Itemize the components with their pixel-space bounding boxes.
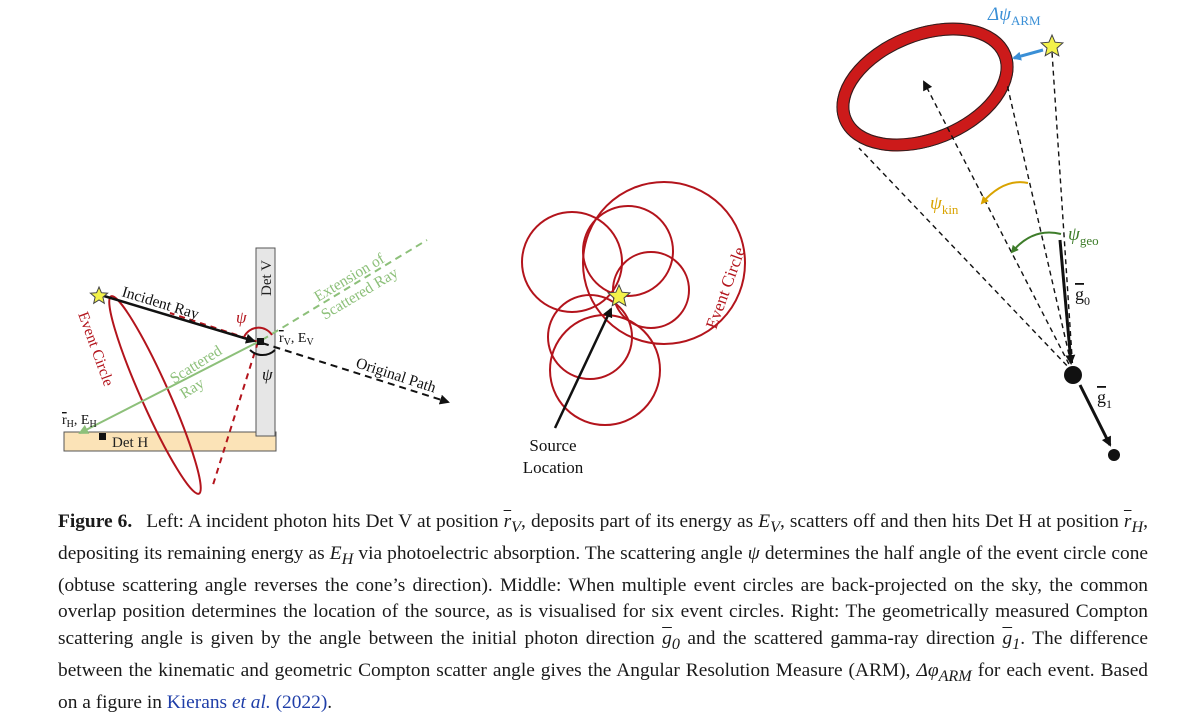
arm-ring <box>836 22 1014 152</box>
caption-t8: . The difference between the kinematic a… <box>58 627 1148 681</box>
g0-sub: 0 <box>1084 294 1090 308</box>
scattered-ray-arrow <box>78 341 259 434</box>
caption-eh: EH <box>329 543 354 568</box>
psi-geo-sub: geo <box>1080 233 1099 248</box>
event-circle-3 <box>582 181 746 345</box>
event-circle-label-left: Event Circle <box>74 310 117 389</box>
event-circle-1 <box>521 211 623 313</box>
cone-line-center <box>923 80 1074 373</box>
caption-g0: g0 <box>662 627 680 653</box>
middle-panel: Event Circle Source Location <box>521 181 749 477</box>
delta-psi-arm-label: ΔψARM <box>987 4 1041 28</box>
det-h-detector <box>63 431 277 452</box>
g1-sub: 1 <box>1106 397 1112 411</box>
psi-geo-symbol: ψ <box>1068 224 1081 245</box>
event-circle-6 <box>549 314 661 426</box>
psi-symbol-red: ψ <box>236 308 247 327</box>
caption-dphi: ΔφARM <box>916 659 972 685</box>
rv-sub: V <box>284 337 292 348</box>
g1-arrow <box>1078 384 1112 447</box>
caption-ev: EV <box>758 511 780 536</box>
caption-psi: ψ <box>747 543 760 565</box>
g0-label: g0 <box>1075 284 1090 308</box>
caption-t1: Left: A incident photon hits Det V at po… <box>146 511 504 532</box>
source-location-label-2: Location <box>523 458 584 477</box>
second-interaction-dot <box>1108 449 1120 461</box>
right-source-star-icon <box>1039 33 1065 57</box>
g0-arrow <box>1058 239 1076 365</box>
caption-t3: , scatters off and then hits Det H at po… <box>779 511 1124 532</box>
cone-line-left <box>858 147 1074 373</box>
delta-psi-symbol: Δψ <box>987 4 1012 25</box>
det-h-label: Det H <box>112 435 148 451</box>
middle-source-star-icon <box>606 283 632 307</box>
psi-kin-label: ψkin <box>930 193 959 217</box>
rv-ev-label: rV, EV <box>279 331 314 348</box>
caption-t7: and the scattered gamma-ray direction <box>679 627 1003 649</box>
caption-rh: rH <box>1123 511 1144 536</box>
rh-eh-label: rH, EH <box>62 413 97 430</box>
eh-text: , E <box>74 413 90 428</box>
interaction-point-h <box>99 433 106 440</box>
cone-line-right <box>1006 83 1074 373</box>
citation-link[interactable]: Kierans et al. (2022) <box>166 691 328 713</box>
ev-text: , E <box>291 331 307 346</box>
arm-arrow <box>1012 48 1044 61</box>
incident-ray-arrow <box>103 294 256 344</box>
psi-geo-label: ψgeo <box>1068 224 1099 248</box>
arm-ring-outline-outer <box>836 22 1014 152</box>
det-v-label: Det V <box>259 260 275 296</box>
g1-label: g1 <box>1097 387 1112 411</box>
caption-t4: , depositing its remaining energy as <box>58 511 1148 565</box>
g1-symbol: g <box>1097 387 1106 407</box>
source-location-arrow <box>553 307 613 429</box>
figure-caption: Figure 6. Left: A incident photon hits De… <box>58 509 1148 716</box>
left-panel: Det H Det V ψ ψ Incident Ray Original Pa… <box>62 239 450 495</box>
arm-ring-outline-inner <box>848 34 1002 140</box>
psi-kin-symbol: ψ <box>930 193 943 214</box>
psi-geo-arc <box>1010 231 1062 254</box>
interaction-point-v <box>257 338 264 345</box>
psi-symbol-black: ψ <box>262 365 273 384</box>
caption-g1: g1 <box>1002 627 1021 653</box>
figure-number: Figure 6. <box>58 511 133 532</box>
rh-symbol: r <box>62 413 67 428</box>
source-location-label-1: Source <box>529 436 576 455</box>
first-interaction-dot <box>1064 366 1082 384</box>
extension-scattered-line <box>261 239 428 341</box>
original-path-arrow <box>261 342 450 405</box>
caption-t6: determines the half angle of the event c… <box>58 543 1148 649</box>
caption-rv: rV <box>503 511 522 536</box>
psi-kin-sub: kin <box>942 202 959 217</box>
caption-t2: , deposits part of its energy as <box>521 511 759 532</box>
psi-arc-black <box>249 349 276 357</box>
rv-symbol: r <box>279 331 284 346</box>
event-circle-5 <box>547 294 633 380</box>
eh-sub: H <box>89 419 96 430</box>
g0-symbol: g <box>1075 284 1084 304</box>
caption-t10: . <box>327 691 333 713</box>
caption-t5: via photoelectric absorption. The scatte… <box>353 543 748 565</box>
cone-edge-lower <box>211 341 259 489</box>
source-star-icon <box>89 285 109 305</box>
psi-kin-arc <box>980 181 1029 205</box>
event-circle-4 <box>612 251 690 329</box>
ev-sub: V <box>306 337 314 348</box>
delta-psi-sub: ARM <box>1011 13 1041 28</box>
psi-arc-red <box>243 326 273 338</box>
right-panel: ΔψARM ψkin ψgeo g0 g1 <box>836 4 1120 461</box>
incident-ray-label: Incident Ray <box>120 284 201 324</box>
rh-sub: H <box>67 419 74 430</box>
figure-canvas: Det H Det V ψ ψ Incident Ray Original Pa… <box>62 4 1120 495</box>
